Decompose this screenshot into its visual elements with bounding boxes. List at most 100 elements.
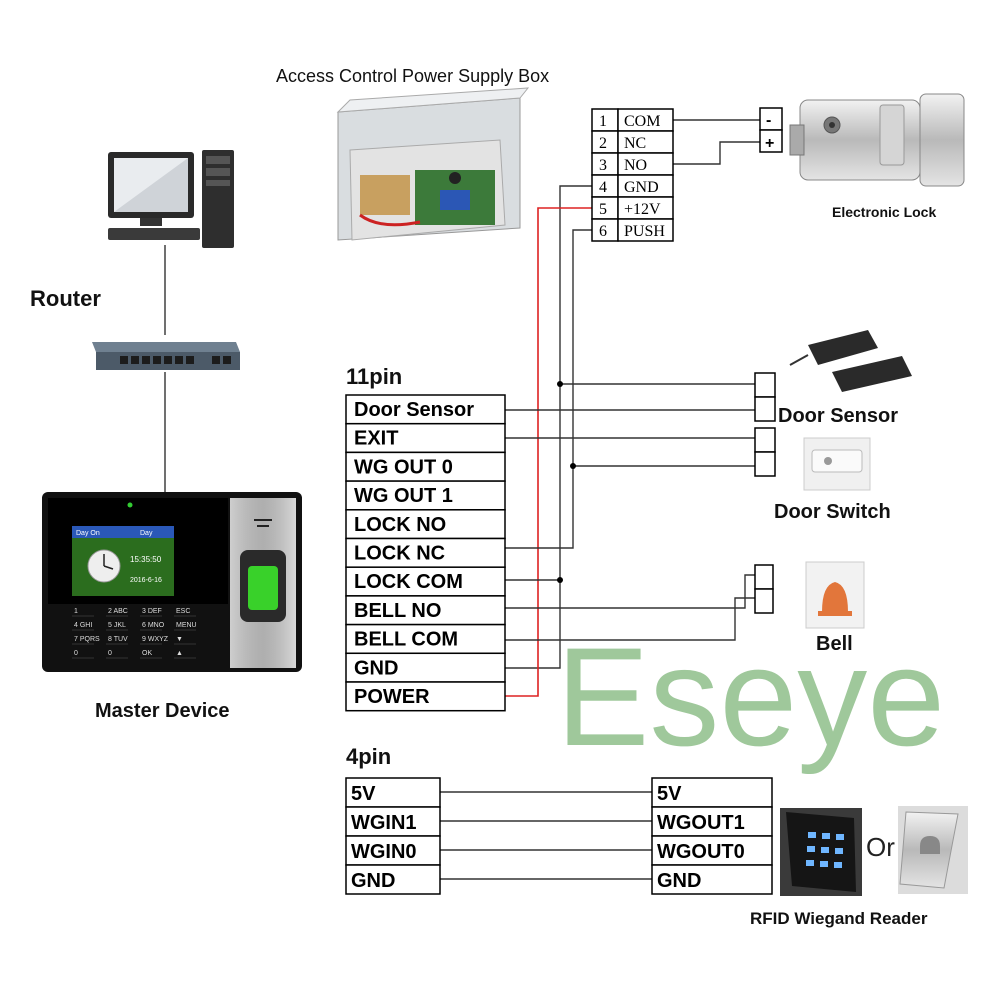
watermark: Eseye (556, 618, 945, 775)
keypad-key: 0 (74, 650, 78, 657)
keypad-key: ESC (176, 608, 190, 615)
pin4-label: WGOUT1 (657, 812, 745, 834)
pin11-row: EXIT (345, 422, 506, 454)
pin11-row: WG OUT 1 (345, 480, 506, 511)
router-label: Router (30, 286, 101, 311)
bell-label: Bell (816, 633, 853, 655)
terminal-name: GND (624, 179, 659, 196)
door-switch-label: Door Switch (774, 501, 891, 523)
keypad-key: 8 TUV (108, 636, 128, 643)
keypad-key: ▲ (176, 650, 183, 657)
bell-terminals (754, 564, 774, 614)
bell-icon (805, 561, 865, 629)
pin11-label: LOCK NC (354, 543, 445, 565)
screen-header-left: Day On (76, 530, 100, 537)
bell-com-wire (505, 597, 755, 641)
lock-plus-label: + (765, 135, 774, 152)
lock-terminal-block: - + (759, 107, 783, 153)
pin11-row: LOCK COM (345, 566, 506, 597)
pin4-label: 5V (351, 783, 376, 805)
bell-no-wire (505, 574, 755, 609)
lock-terminal-plus (759, 129, 783, 153)
keypad-key: 1 (74, 608, 78, 615)
keypad-key: 4 GHI (74, 622, 92, 629)
pin11-label: BELL COM (354, 629, 458, 651)
junction-dot (570, 463, 576, 469)
router-icon (92, 342, 240, 370)
pin11-row: BELL COM (345, 623, 506, 655)
door-switch-terminals (754, 427, 776, 477)
rfid-card-reader-icon (898, 806, 968, 894)
power-terminal-5: 5 +12V (591, 196, 674, 220)
terminal-number: 2 (599, 135, 607, 152)
pin11-label: GND (354, 657, 398, 679)
keypad-key: 0 (108, 650, 112, 657)
keypad-key: 5 JKL (108, 622, 126, 629)
no-lock-wire (673, 141, 760, 165)
keypad-key: 7 PQRS (74, 636, 100, 643)
power-box-label: Access Control Power Supply Box (276, 66, 549, 86)
door-switch-icon (803, 437, 871, 491)
power-terminal-4: 4 GND (591, 174, 674, 198)
pin11-row: POWER (345, 681, 506, 712)
keypad-key: 3 DEF (142, 608, 162, 615)
pin4-label: GND (657, 870, 701, 892)
door-sensor-label: Door Sensor (778, 405, 898, 427)
door-sensor-terminals (754, 372, 776, 422)
screen-time: 15:35:50 (130, 555, 162, 564)
terminal-number: 4 (599, 179, 607, 196)
terminal-name: +12V (624, 201, 661, 218)
terminal-number: 5 (599, 201, 607, 218)
pin4-title: 4pin (346, 744, 391, 769)
keypad-key: MENU (176, 622, 197, 629)
pin4-label: WGOUT0 (657, 841, 745, 863)
pin4-label: WGIN0 (351, 841, 417, 863)
left-row: GND (345, 864, 441, 895)
screen-header-right: Day (140, 530, 153, 537)
rfid-reader-label: RFID Wiegand Reader (750, 909, 928, 928)
pin11-row: LOCK NC (345, 537, 506, 568)
pin11-label: LOCK COM (354, 571, 463, 593)
master-device-label: Master Device (95, 700, 230, 722)
pin11-row: WG OUT 0 (345, 451, 506, 482)
terminal-number: 6 (599, 223, 607, 240)
keypad-key: 6 MNO (142, 622, 165, 629)
keypad-key: ▼ (176, 636, 183, 643)
pin11-row: Door Sensor (345, 394, 506, 425)
pin4-label: 5V (657, 783, 682, 805)
pin11-title: 11pin (346, 364, 402, 389)
keypad-key: 9 WXYZ (142, 636, 169, 643)
pin11-label: WG OUT 0 (354, 456, 453, 478)
pin11-label: EXIT (354, 428, 398, 450)
electronic-lock-icon (789, 93, 965, 187)
right-row: GND (651, 864, 773, 895)
or-label: Or (866, 832, 895, 862)
keypad-key: OK (142, 650, 152, 657)
left-row: WGIN0 (345, 835, 441, 866)
pin11-label: BELL NO (354, 600, 441, 622)
left-row: WGIN1 (345, 806, 441, 837)
electronic-lock-label: Electronic Lock (832, 204, 936, 220)
pin11-row: LOCK NO (345, 509, 506, 540)
right-row: 5V (651, 777, 773, 808)
screen-date: 2016-6-16 (130, 577, 162, 584)
junction-dot (557, 577, 563, 583)
right-row: WGOUT1 (651, 806, 773, 837)
computer-icon (108, 150, 234, 248)
junction-dot (557, 381, 563, 387)
pin11-label: Door Sensor (354, 399, 474, 421)
power-red-wire (505, 207, 595, 697)
terminal-name: NC (624, 135, 646, 152)
pin11-row: GND (345, 652, 506, 683)
pin4-label: WGIN1 (351, 812, 417, 834)
rfid-keypad-reader-icon (780, 808, 862, 896)
